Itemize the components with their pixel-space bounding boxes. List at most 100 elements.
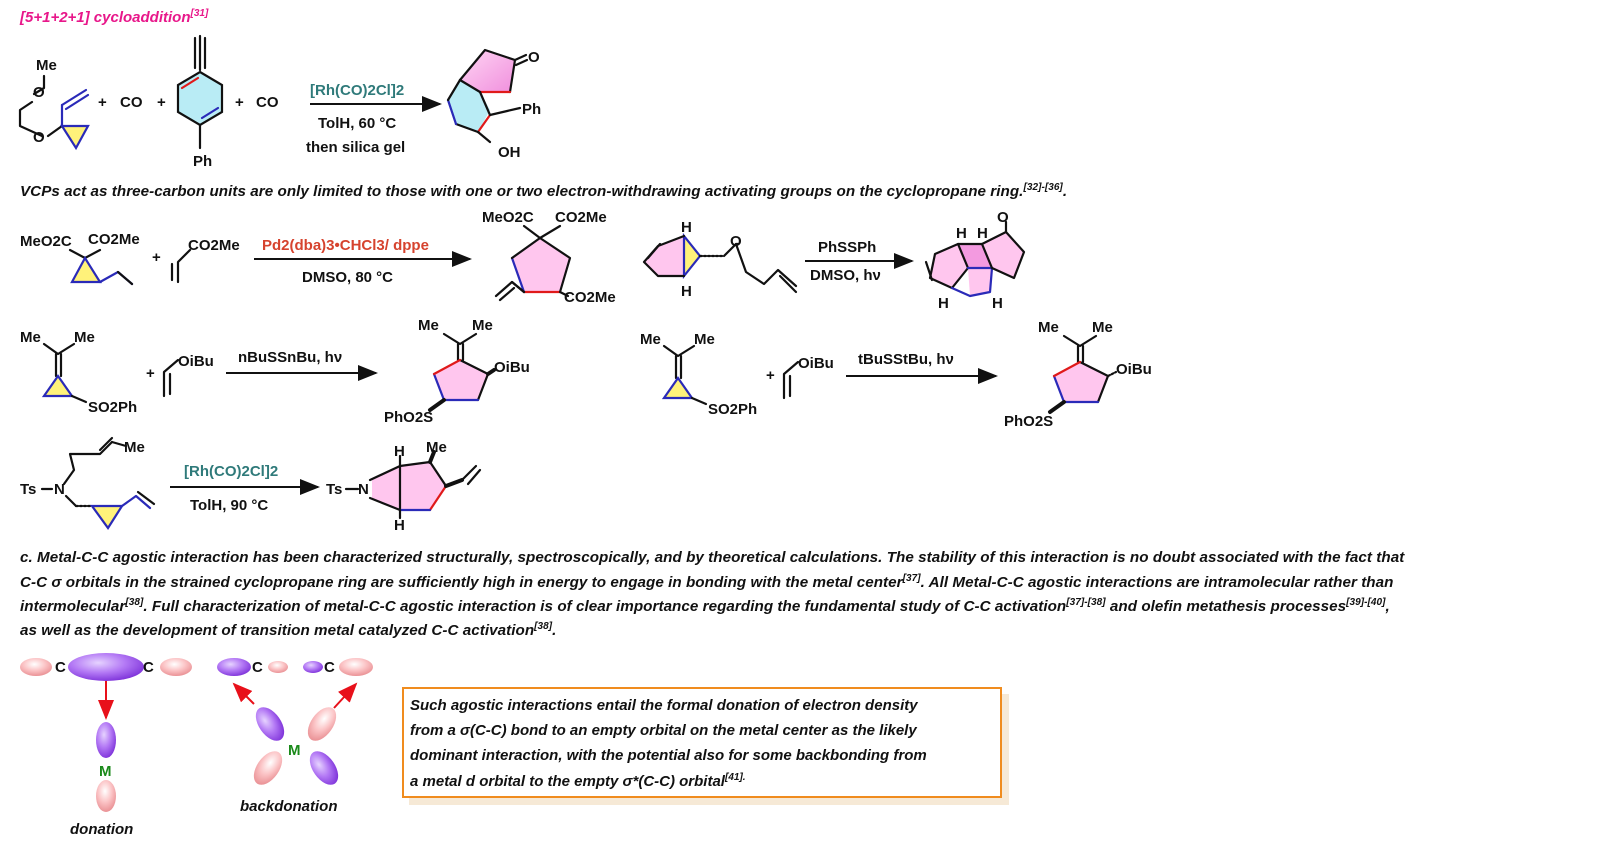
s2-r2-co2me: CO2Me [188, 237, 240, 254]
scheme5-product: Me Me OiBu PhO2S [1004, 319, 1152, 430]
donation-c-left: C [55, 659, 66, 676]
text1-tail: . [1062, 183, 1068, 201]
s2-p-co2me2: CO2Me [564, 289, 616, 306]
scheme3: H H O PhSSPh DMSO, hν O H H H [642, 209, 1026, 312]
scheme6: Me Ts N [Rh(CO)2Cl]2 TolH, 90 °C Ts N H … [20, 436, 482, 534]
s5-r1-me2: Me [694, 331, 715, 348]
para-line3-ref2: [37]-[38] [1066, 597, 1106, 608]
para-line2a: C-C σ orbitals in the strained cycloprop… [20, 574, 903, 592]
s6-p-h1: H [394, 443, 405, 460]
s2-p-meo2c: MeO2C [482, 209, 534, 226]
scheme1-reactant2: Ph [176, 34, 224, 170]
backdonation-c-right: C [324, 659, 335, 676]
backdonation-label: backdonation [240, 798, 338, 815]
s5-plus: + [766, 367, 775, 384]
para-line2b: . All Metal-C-C agostic interactions are… [920, 574, 1394, 592]
s5-p-oibu: OiBu [1116, 361, 1152, 378]
paragraph-line1: c. Metal-C-C agostic interaction has bee… [20, 549, 1404, 566]
s4-p-me1: Me [418, 317, 439, 334]
para-line4b: . [552, 622, 557, 640]
s4-reagent: nBuSSnBu, hν [238, 349, 342, 366]
s4-p-oibu: OiBu [494, 359, 530, 376]
s1-catalyst: [Rh(CO)2Cl]2 [310, 82, 404, 99]
donation-diagram: C C M donation [20, 653, 192, 838]
s3-cond: DMSO, hν [810, 267, 881, 284]
box-line4a: a metal d orbital to the empty σ*(C-C) o… [410, 773, 725, 790]
scheme2: MeO2C CO2Me + CO2Me Pd2(dba)3•CHCl3/ dpp… [20, 209, 616, 306]
para-line1-text: c. Metal-C-C agostic interaction has bee… [20, 549, 1405, 566]
backdonation-m: M [288, 742, 301, 759]
paragraph-line3: intermolecular[38]. Full characterizatio… [20, 597, 1390, 615]
donation-c-right: C [143, 659, 154, 676]
title-ref: [31] [190, 8, 209, 19]
agostic-explanation-box: Such agostic interactions entail the for… [402, 687, 1002, 798]
s3-reagent: PhSSPh [818, 239, 876, 256]
text1-ref: [32]-[36] [1023, 182, 1063, 193]
paragraph-line2: C-C σ orbitals in the strained cycloprop… [20, 573, 1393, 591]
s2-plus: + [152, 249, 161, 266]
s3-p-h3: H [938, 295, 949, 312]
s1-r1-me: Me [36, 57, 57, 74]
s3-r-h1: H [681, 219, 692, 236]
s4-r1-so2ph: SO2Ph [88, 399, 137, 416]
s5-reagent: tBuSStBu, hν [858, 351, 954, 368]
title-text: [5+1+2+1] cycloaddition [20, 9, 191, 26]
s6-cond: TolH, 90 °C [190, 497, 268, 514]
s1-p-ph: Ph [522, 101, 541, 118]
para-line3a: intermolecular [20, 598, 126, 616]
s6-r-ts: Ts [20, 481, 36, 498]
s6-r-me: Me [124, 439, 145, 456]
s2-catalyst: Pd2(dba)3•CHCl3/ dppe [262, 237, 429, 254]
scheme1: Me O O + CO + Ph + CO [Rh(CO)2Cl]2 T [18, 34, 541, 170]
para-line3d: , [1385, 598, 1390, 616]
scheme3-product: O H H H H [924, 209, 1026, 312]
s4-r1-me1: Me [20, 329, 41, 346]
s6-p-n: N [358, 481, 369, 498]
para-line3b: . Full characterization of metal-C-C ago… [143, 598, 1067, 616]
s3-p-h4: H [992, 295, 1003, 312]
scheme3-reactant: H H O [642, 219, 798, 300]
s5-r2-oibu: OiBu [798, 355, 834, 372]
s5-r1-so2ph: SO2Ph [708, 401, 757, 418]
s1-r1-o1: O [33, 84, 45, 101]
s5-r1-me1: Me [640, 331, 661, 348]
s1-plus3: + [235, 94, 244, 111]
s2-r1-co2me: CO2Me [88, 231, 140, 248]
s1-plus1: + [98, 94, 107, 111]
s6-catalyst: [Rh(CO)2Cl]2 [184, 463, 278, 480]
s2-cond: DMSO, 80 °C [302, 269, 393, 286]
s3-p-h1: H [956, 225, 967, 242]
s5-p-me2: Me [1092, 319, 1113, 336]
s4-p-me2: Me [472, 317, 493, 334]
para-line2-ref: [37] [902, 573, 921, 584]
box-line3: dominant interaction, with the potential… [410, 747, 927, 764]
s4-p-pho2s: PhO2S [384, 409, 433, 426]
s1-co2: CO [256, 94, 279, 111]
s5-p-me1: Me [1038, 319, 1059, 336]
para-line3-ref3: [39]-[40] [1346, 597, 1386, 608]
s6-p-me: Me [426, 439, 447, 456]
s6-r-n: N [54, 481, 65, 498]
paragraph-line4: as well as the development of transition… [20, 621, 556, 639]
s6-p-ts: Ts [326, 481, 342, 498]
s1-r1-o2: O [33, 129, 45, 146]
scheme6-product: Ts N H Me H [326, 439, 482, 534]
backdonation-c-left: C [252, 659, 263, 676]
box-line4: a metal d orbital to the empty σ*(C-C) o… [410, 772, 746, 790]
para-line3-ref1: [38] [125, 597, 144, 608]
text-vcp-limitation: VCPs act as three-carbon units are only … [20, 182, 1067, 200]
s1-p-o: O [528, 49, 540, 66]
scheme1-reactant1: Me O O [18, 57, 90, 151]
para-line4-ref: [38] [534, 621, 553, 632]
backdonation-diagram: C C M backdonation [217, 658, 373, 815]
s4-plus: + [146, 365, 155, 382]
s1-r2-ph: Ph [193, 153, 212, 170]
box-line4-ref: [41]. [724, 772, 746, 783]
s3-r-o: O [730, 233, 742, 250]
scheme5: Me Me SO2Ph + OiBu tBuSStBu, hν Me Me Oi… [640, 319, 1152, 430]
s1-p-oh: OH [498, 144, 521, 161]
s6-p-h2: H [394, 517, 405, 534]
s3-p-h2: H [977, 225, 988, 242]
s4-r1-me2: Me [74, 329, 95, 346]
